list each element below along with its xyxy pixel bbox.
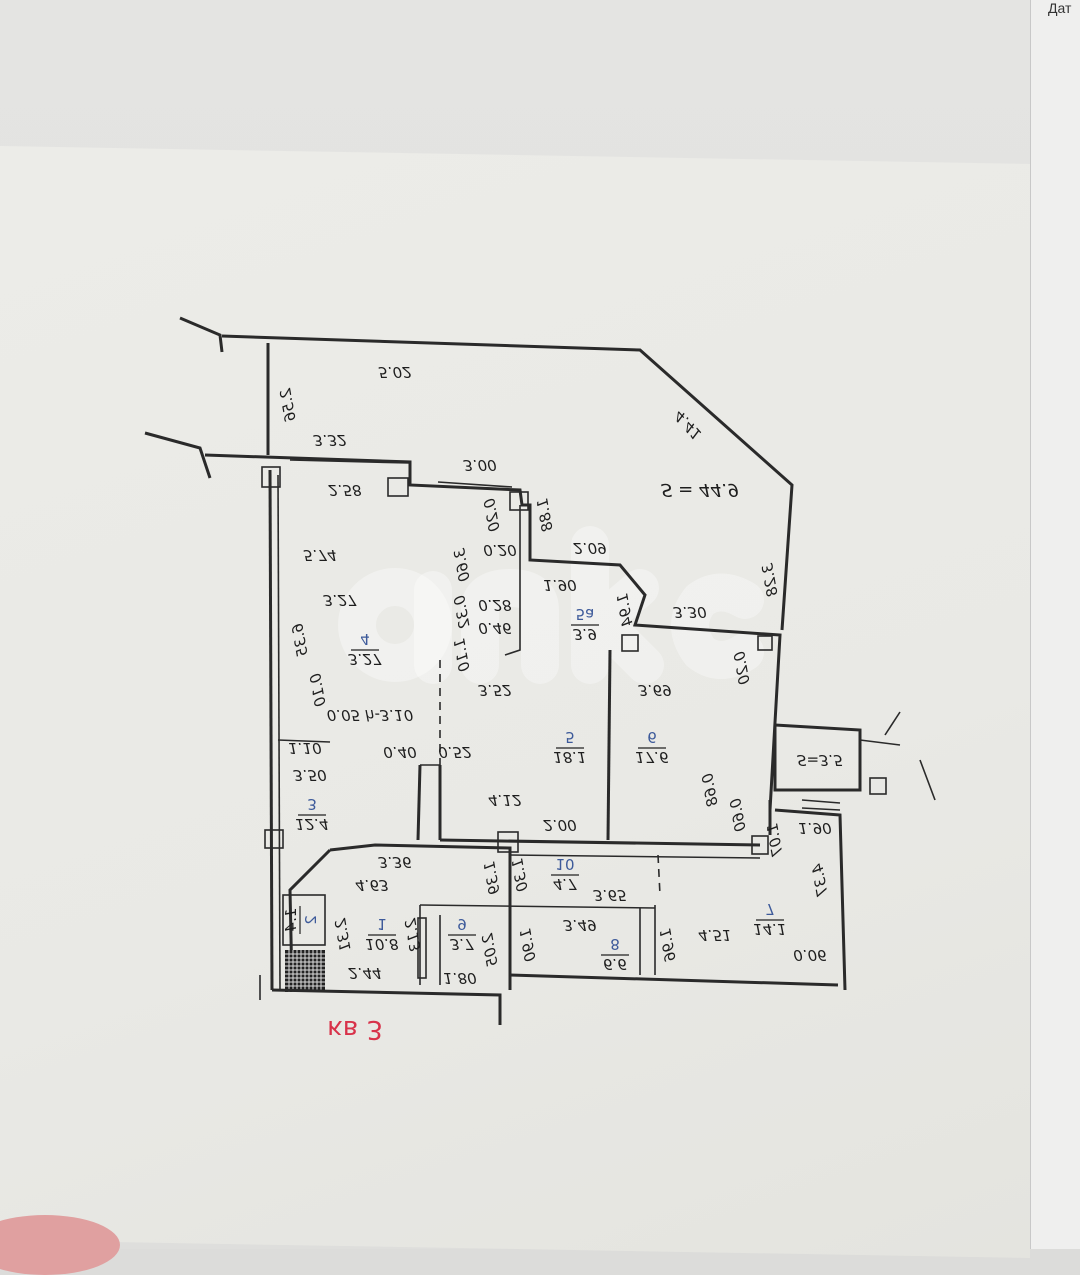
dim-label: 1.10: [288, 739, 321, 757]
room-area: 6.6: [603, 955, 627, 973]
room-4: 3.27 4: [348, 630, 382, 668]
dim-label: 0.52: [438, 743, 471, 761]
corner-text: Дат: [1048, 0, 1072, 16]
dim-label: 2.56: [276, 387, 300, 423]
dim-label: 3.50: [293, 766, 326, 784]
dim-label: 0.20: [483, 541, 516, 559]
ventilation-grid: [285, 950, 325, 992]
room-number: 7: [765, 900, 775, 918]
room-area: 17.6: [635, 748, 668, 766]
dim-label: 1.90: [798, 819, 831, 837]
room-8: 6.68: [601, 935, 629, 973]
dim-label: 3.27: [323, 591, 357, 609]
room-area: 18.1: [553, 748, 586, 766]
floor-plan: 5.02 4.41 2.56 3.32 3.28 S = 44.9 S=3.5 …: [144, 316, 936, 1044]
dim-label: 1.80: [443, 969, 476, 987]
dim-label: 1.30: [508, 857, 532, 893]
dim-label: 4.41: [670, 407, 706, 444]
dim-label: 0.40: [383, 743, 416, 761]
room-number: 1: [377, 915, 387, 933]
dim-label: 2.00: [543, 816, 576, 834]
room-number: 3: [307, 795, 317, 813]
apartment-mark: кв 3: [327, 1014, 383, 1044]
dim-label: 3.49: [563, 916, 596, 934]
room-number: 2: [302, 915, 320, 925]
dim-label: 0.46: [478, 619, 511, 637]
walls: [144, 316, 936, 1025]
dim-label: 2.09: [573, 539, 606, 557]
dim-label: 1.07: [763, 822, 787, 858]
dim-label: 0.06: [793, 946, 826, 964]
room-area: 14.1: [753, 920, 786, 938]
dim-label: 0.28: [478, 596, 511, 614]
dim-label: 1.10: [450, 637, 474, 673]
small-balcony-area: S=3.5: [797, 751, 843, 769]
room-area: 1.4: [282, 908, 300, 932]
dim-label: 4.37: [808, 862, 832, 898]
dim-label: 2.05: [478, 932, 502, 968]
room-number: 8: [610, 935, 620, 953]
room-number: 10: [555, 855, 574, 873]
dim-label: 0.60: [726, 797, 750, 833]
dim-label: 3.60: [450, 547, 474, 583]
room-number: 5а: [576, 605, 595, 623]
dim-label: 1.90: [516, 927, 540, 963]
room-area: 3.9: [573, 625, 597, 643]
document-edge: [1030, 0, 1080, 1249]
dim-label: 0.20: [480, 497, 504, 533]
dim-label: 4.63: [355, 876, 388, 894]
dim-label: 3.65: [593, 886, 626, 904]
dim-label: 3.00: [463, 456, 496, 474]
room-number: 5: [565, 728, 575, 746]
balcony-area: S = 44.9: [661, 479, 739, 500]
dim-label: 6.35: [288, 622, 312, 658]
balcony-outer-wall: [221, 334, 794, 631]
dim-label: 1.88: [533, 497, 557, 533]
room-5а: 3.95а: [571, 605, 599, 643]
dim-label: 0.20: [730, 650, 754, 686]
dim-label: 4.12: [488, 791, 521, 809]
room-area: 10.8: [365, 935, 398, 953]
dim-label: 5.74: [303, 546, 336, 564]
room-9: 3.79: [448, 915, 476, 953]
dim-label: 4.51: [698, 926, 731, 944]
room-area: 12.4: [295, 815, 328, 833]
dim-label: 3.28: [758, 562, 782, 598]
dim-label: 5.02: [378, 363, 411, 381]
dim-label: 3.32: [313, 431, 346, 449]
dim-label: 2.13: [401, 917, 425, 953]
dim-label: 3.69: [638, 681, 671, 699]
dim-label: 1.39: [480, 860, 504, 896]
room-area: 3.27: [348, 650, 382, 668]
room-number: 9: [457, 915, 467, 933]
room-number: 6: [647, 728, 657, 746]
dim-label: 2.58: [328, 481, 361, 499]
dim-label: 0.68: [698, 772, 722, 808]
room-6: 17.66: [635, 728, 668, 766]
dim-label: 1.90: [543, 576, 576, 594]
room-5: 18.15: [553, 728, 586, 766]
room-area: 3.7: [450, 935, 474, 953]
room-area: 4.7: [553, 875, 577, 893]
room-3: 12.43: [295, 795, 328, 833]
dim-label: 1.96: [656, 927, 680, 963]
dim-label: 2.31: [331, 917, 355, 953]
dim-label: 3.52: [478, 681, 511, 699]
room-10: 4.710: [551, 855, 579, 893]
dim-label: 3.36: [378, 853, 411, 871]
dim-label: 3.30: [673, 603, 706, 621]
room-1: 10.81: [365, 915, 398, 953]
dim-label: 2.44: [348, 964, 381, 982]
dim-label: 1.94: [613, 592, 637, 628]
room-7: 14.17: [753, 900, 786, 938]
dim-label: 0.32: [450, 594, 474, 630]
labels: 5.02 4.41 2.56 3.32 3.28 S = 44.9 S=3.5 …: [276, 363, 843, 1044]
room-number: 4: [360, 630, 370, 648]
dim-label: 0.10: [306, 672, 330, 708]
exterior-wall: [204, 453, 782, 811]
height-note: 0.05 h-3.10: [327, 706, 413, 724]
